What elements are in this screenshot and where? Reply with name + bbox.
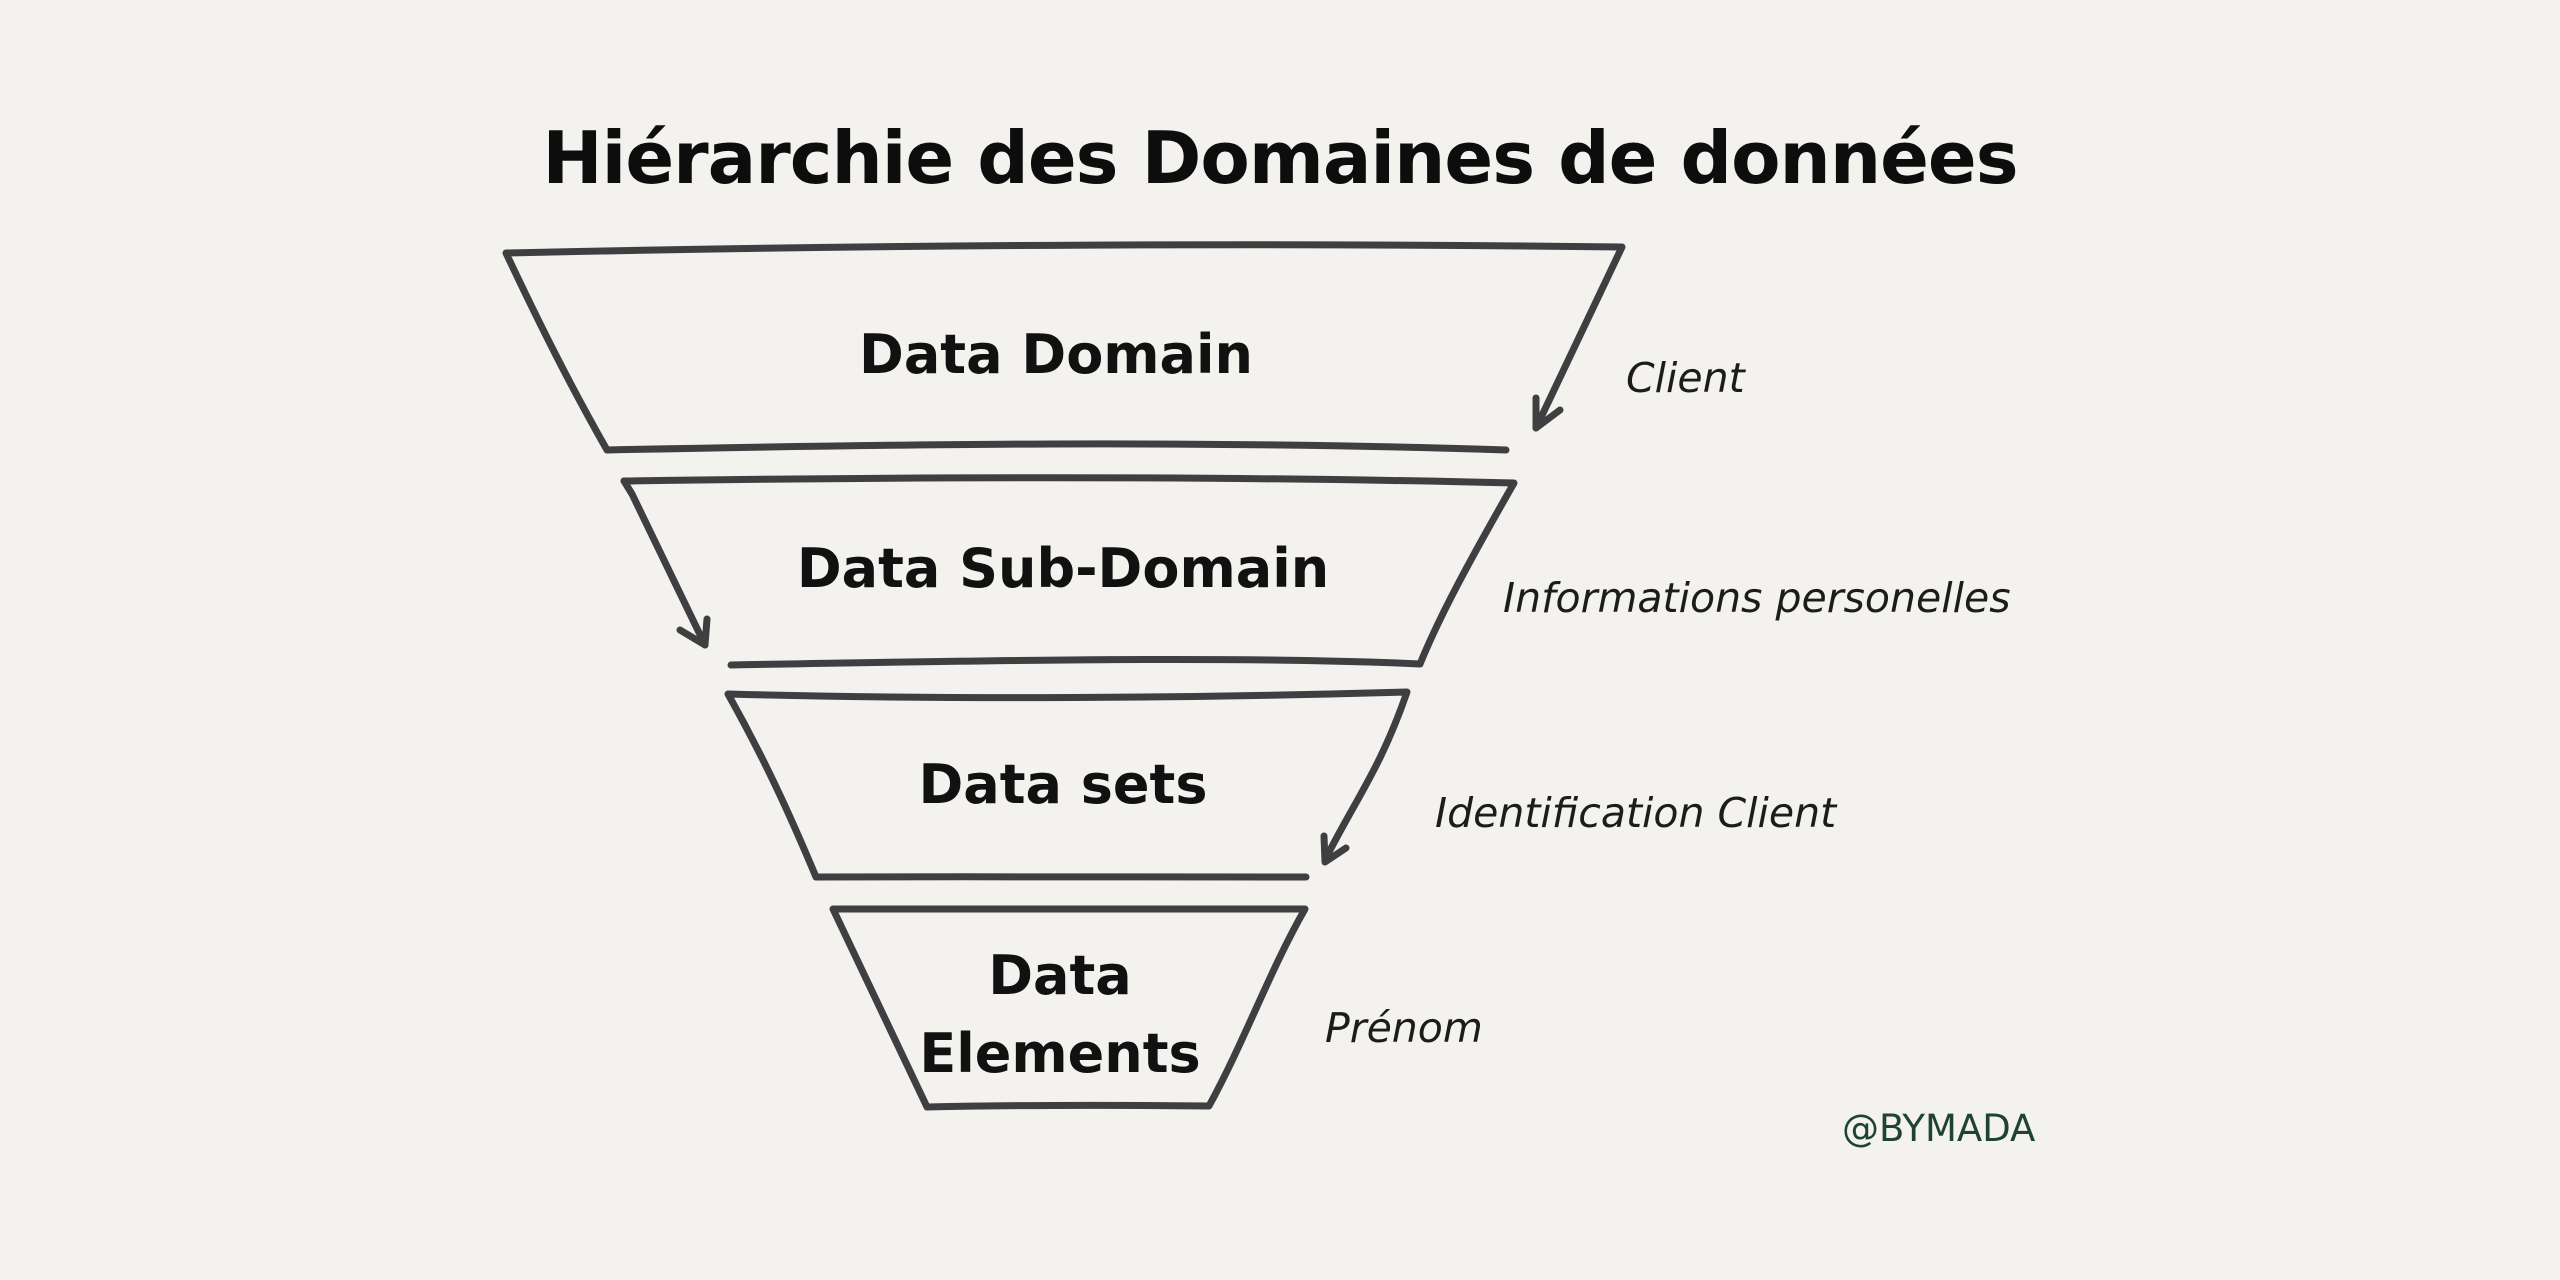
- level-3-label: Data sets: [918, 753, 1208, 816]
- funnel-level-2-shape: [620, 474, 1518, 669]
- funnel-level-3-shape: [724, 688, 1411, 881]
- diagram-title: Hiérarchie des Domaines de données: [542, 116, 2018, 200]
- author-credit: @BYMADA: [1842, 1107, 2036, 1150]
- funnel-arrow-3: [1320, 832, 1350, 866]
- funnel-level-4-shape: [829, 905, 1309, 1111]
- level-2-example: Informations personelles: [1503, 574, 2011, 622]
- funnel-level-2-left-edge: [620, 477, 709, 649]
- funnel-level-1-shape: [502, 241, 1626, 454]
- level-3-example: Identification Client: [1435, 789, 1837, 837]
- level-2-label: Data Sub-Domain: [796, 537, 1330, 600]
- level-4-example: Prénom: [1325, 1004, 1483, 1052]
- funnel-arrow-2: [676, 615, 711, 649]
- level-1-label: Data Domain: [859, 323, 1253, 386]
- level-1-example: Client: [1626, 354, 1745, 402]
- level-4-label: Data Elements: [919, 944, 1201, 1085]
- funnel-arrow-1: [1532, 394, 1564, 432]
